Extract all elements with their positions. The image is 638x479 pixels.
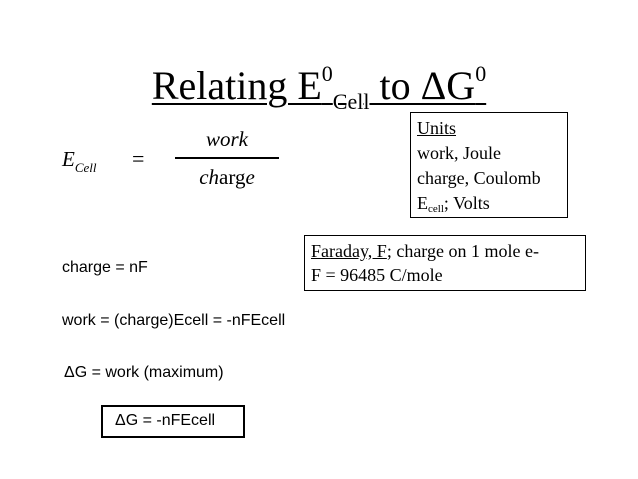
work-equation: work = (charge)Ecell = -nFEcell — [62, 312, 286, 329]
units-ecell: Ecell; Volts — [417, 191, 561, 216]
faraday-box: Faraday, F; charge on 1 mole e- F = 9648… — [304, 235, 586, 291]
formula-numerator: work — [206, 127, 248, 151]
denominator-part-2: arg — [219, 165, 246, 189]
denominator-part-1: ch — [199, 165, 220, 189]
formula-lhs: ECell — [62, 147, 97, 175]
title-superscript-1: 0 — [321, 61, 333, 86]
delta-g-equation: ΔG = work (maximum) — [64, 364, 224, 381]
units-ecell-subscript: cell — [428, 203, 444, 215]
title-superscript-2: 0 — [475, 61, 487, 86]
formula-equals: = — [132, 146, 145, 171]
units-heading: Units — [417, 118, 457, 138]
faraday-definition: ; charge on 1 mole e- — [386, 241, 539, 261]
result-equation: ΔG = -nFEcell — [115, 412, 216, 429]
title-subscript: Cell — [332, 89, 370, 114]
denominator-part-3: e — [245, 165, 255, 189]
result-box: ΔG = -nFEcell — [101, 405, 245, 438]
units-ecell-symbol: E — [417, 193, 428, 213]
charge-equation: charge = nF — [62, 259, 148, 276]
formula-lhs-subscript: Cell — [74, 160, 97, 175]
faraday-term: Faraday, F — [311, 241, 387, 261]
formula-denominator: charge — [177, 165, 277, 190]
units-ecell-unit: ; Volts — [443, 193, 490, 213]
units-box: Units work, Joule charge, Coulomb Ecell;… — [410, 112, 568, 218]
units-charge: charge, Coulomb — [417, 168, 541, 188]
formula-lhs-symbol: E — [62, 147, 75, 171]
slide-title: Relating E0Cell to ΔG0 — [0, 61, 638, 113]
fraction-bar — [175, 157, 279, 159]
title-part-2: to ΔG — [369, 63, 476, 108]
units-work: work, Joule — [417, 143, 501, 163]
ecell-formula: ECell = work charge — [62, 127, 279, 197]
faraday-value: F = 96485 C/mole — [311, 265, 443, 285]
title-part-1: Relating E — [151, 63, 322, 108]
